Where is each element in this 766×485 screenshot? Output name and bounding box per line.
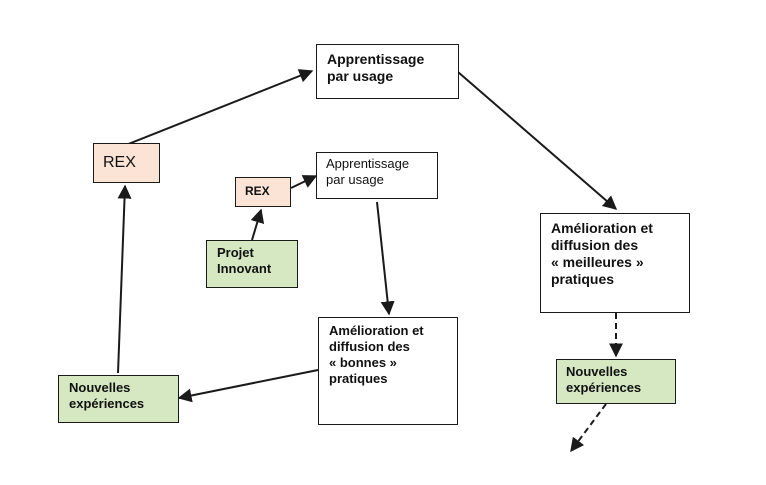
amelioration-bonnes-line-3: « bonnes » bbox=[329, 354, 397, 370]
apprentissage-small-box: Apprentissage par usage bbox=[316, 152, 438, 199]
nouvelles-left-line-1: Nouvelles bbox=[69, 380, 131, 395]
amelioration-meilleures-line-1: Amélioration et bbox=[551, 220, 653, 236]
amelioration-bonnes-line-2: diffusion des bbox=[329, 338, 410, 354]
amelioration-meilleures-line-2: diffusion des bbox=[551, 237, 639, 254]
amelioration-meilleures-line-3: « meilleures » bbox=[551, 254, 644, 271]
rex-large-box: REX bbox=[93, 143, 160, 183]
amelioration-bonnes-line-4: pratiques bbox=[329, 370, 388, 386]
arrow-rex-to-apprentissage bbox=[125, 69, 314, 146]
amelioration-meilleures-line-4: pratiques bbox=[551, 271, 615, 288]
arrow-nouvelles-to-rex bbox=[117, 184, 132, 374]
rex-small-box: REX bbox=[235, 177, 291, 207]
nouvelles-right-line-2: expériences bbox=[566, 379, 642, 395]
projet-innovant-box: Projet Innovant bbox=[206, 240, 298, 288]
projet-innovant-line-2: Innovant bbox=[217, 260, 272, 276]
apprentissage-small-line-2: par usage bbox=[326, 171, 384, 187]
arrow-amelioration-bonnes-to-nouvelles bbox=[177, 369, 319, 403]
amelioration-meilleures-box: Amélioration et diffusion des « meilleur… bbox=[540, 213, 690, 313]
nouvelles-experiences-left-box: Nouvelles expériences bbox=[58, 375, 179, 423]
apprentissage-large-line-1: Apprentissage bbox=[327, 51, 425, 67]
rex-small-label: REX bbox=[245, 184, 270, 198]
nouvelles-right-line-1: Nouvelles bbox=[566, 364, 628, 379]
apprentissage-large-box: Apprentissage par usage bbox=[316, 44, 459, 99]
nouvelles-experiences-right-box: Nouvelles expériences bbox=[556, 359, 676, 404]
arrow-nouvelles-outgoing-dashed bbox=[570, 403, 607, 453]
arrow-apprentissage-to-amelioration bbox=[457, 71, 618, 210]
amelioration-bonnes-box: Amélioration et diffusion des « bonnes »… bbox=[318, 317, 458, 425]
arrow-apprentissage-small-to-amelioration-bonnes bbox=[376, 201, 395, 316]
apprentissage-small-line-1: Apprentissage bbox=[326, 156, 410, 171]
arrow-projet-to-rex-small bbox=[250, 208, 265, 241]
rex-large-label: REX bbox=[103, 154, 136, 171]
projet-innovant-line-1: Projet bbox=[217, 245, 254, 260]
amelioration-bonnes-line-1: Amélioration et bbox=[329, 323, 424, 338]
arrow-rex-small-to-apprentissage-small bbox=[290, 175, 318, 189]
apprentissage-large-line-2: par usage bbox=[327, 68, 394, 85]
nouvelles-left-line-2: expériences bbox=[69, 395, 145, 411]
